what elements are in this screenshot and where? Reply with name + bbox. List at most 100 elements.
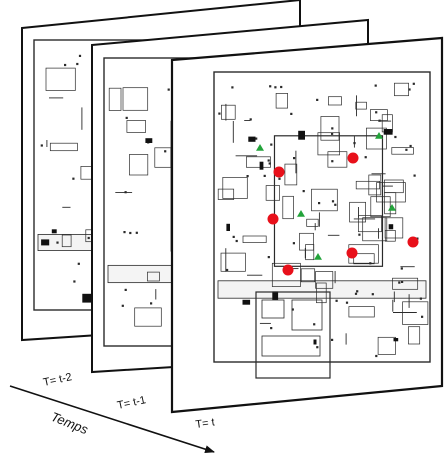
plan-fixture <box>356 290 359 293</box>
plan-fixture <box>232 235 235 238</box>
plan-room <box>306 218 319 227</box>
plan-solid-block <box>259 161 264 170</box>
plan-fixture <box>331 132 334 135</box>
plan-fixture <box>226 268 229 272</box>
plan-room <box>392 277 419 290</box>
markers-t <box>256 132 419 276</box>
plan-room <box>147 271 160 282</box>
plan-room <box>362 217 388 242</box>
sensor-marker-green-triangle <box>256 144 264 151</box>
plan-room <box>154 147 172 168</box>
plan-fixture <box>150 302 153 305</box>
plan-room <box>311 188 338 212</box>
plan-fixture <box>334 203 337 206</box>
plan-room <box>348 306 375 318</box>
plan-fixture <box>331 200 335 203</box>
plan-fixture <box>77 262 80 265</box>
plan-fixture <box>269 85 272 88</box>
plan-fixture <box>394 135 397 139</box>
plan-room <box>220 252 246 272</box>
floor-plan-t <box>213 71 431 379</box>
plan-solid-block <box>248 136 256 142</box>
frame-t: T= t <box>170 36 444 431</box>
occupant-marker-red-dot <box>347 152 359 164</box>
plan-solid-block <box>313 339 317 345</box>
frame-t-label: T= t <box>195 416 216 431</box>
plan-solid-block <box>145 138 153 143</box>
plan-fixture <box>231 86 234 89</box>
plan-fixture <box>313 323 316 326</box>
occupant-marker-red-dot <box>267 213 279 225</box>
plan-room <box>370 196 391 218</box>
plan-room <box>222 177 248 199</box>
plan-fixture <box>56 241 59 244</box>
plan-fixture <box>270 143 273 146</box>
plan-room <box>246 156 271 168</box>
plan-fixture <box>292 242 295 245</box>
plan-room <box>355 101 367 110</box>
plan-room <box>265 185 280 201</box>
plan-solid-block <box>242 299 251 305</box>
plan-fixture <box>412 82 415 85</box>
plan-room <box>108 87 122 111</box>
plan-room <box>271 262 301 287</box>
plan-room <box>61 234 72 248</box>
plan-fixture <box>267 159 270 162</box>
plan-fixture <box>335 299 338 302</box>
plan-solid-block <box>272 291 279 301</box>
plan-fixture <box>263 174 266 177</box>
plan-fixture <box>409 144 412 148</box>
plan-fixture <box>40 144 43 147</box>
plan-fixture <box>267 256 270 259</box>
plan-room <box>368 174 382 196</box>
plan-fixture <box>255 137 258 140</box>
plan-room <box>402 301 429 325</box>
plan-room <box>358 215 382 233</box>
plan-fixture <box>121 304 124 307</box>
plan-annex-room <box>261 335 321 357</box>
plan-fixture <box>235 239 238 243</box>
plan-fixture <box>401 280 404 283</box>
plan-fixture <box>369 262 372 265</box>
plan-fixture <box>167 88 170 91</box>
plan-room <box>300 268 316 283</box>
plan-room <box>221 104 236 120</box>
plan-fixture <box>400 267 403 270</box>
sensor-marker-green-triangle <box>375 132 383 139</box>
plan-fixture <box>413 174 416 177</box>
plan-fixture <box>73 280 76 283</box>
sensor-marker-green-triangle <box>388 204 396 211</box>
plan-outer-wall <box>213 71 431 363</box>
plan-fixture <box>364 156 367 159</box>
plan-room <box>384 217 404 239</box>
plan-annex-room <box>291 299 323 331</box>
occupant-marker-red-dot <box>273 166 285 178</box>
plan-solid-block <box>393 338 399 342</box>
plan-fixture <box>246 175 249 178</box>
plan-room <box>355 180 380 190</box>
plan-fixture <box>290 112 293 115</box>
plan-fixture <box>249 118 252 121</box>
plan-fixture <box>354 292 358 295</box>
plan-fixture <box>129 231 132 235</box>
plan-room <box>122 87 149 111</box>
plan-room <box>282 195 294 220</box>
plan-fixture <box>375 354 378 358</box>
plan-room <box>217 188 235 200</box>
plan-room <box>134 307 162 327</box>
occupant-marker-red-dot <box>282 264 294 276</box>
sensor-marker-green-triangle <box>297 210 305 217</box>
plan-fixture <box>124 288 127 291</box>
plan-fixture <box>164 150 167 153</box>
plan-fixture <box>405 148 408 151</box>
plan-room <box>299 232 314 251</box>
plan-fixture <box>270 327 273 330</box>
occupant-marker-red-dot <box>407 236 419 248</box>
plan-room <box>316 282 327 304</box>
plan-room <box>391 147 414 155</box>
plan-room <box>242 235 267 243</box>
plan-fixture <box>280 85 283 89</box>
plan-fixture <box>375 111 378 114</box>
plan-fixture <box>274 86 277 89</box>
